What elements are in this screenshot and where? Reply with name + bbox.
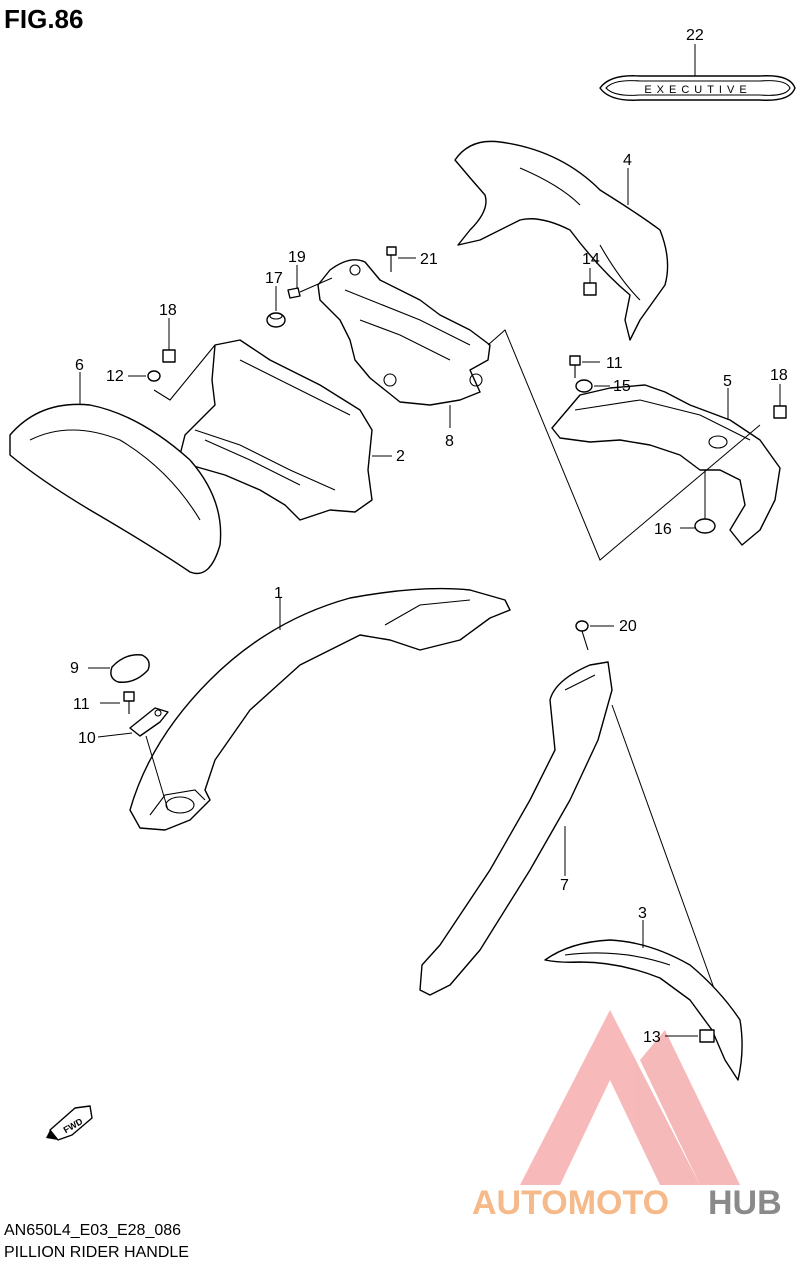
fwd-arrow-icon: FWD — [46, 1105, 93, 1141]
emblem-text: EXECUTIVE — [644, 84, 751, 96]
part-20-screw — [575, 620, 614, 651]
callout-17: 17 — [265, 270, 283, 287]
part-15-nut — [575, 379, 610, 393]
part-1-handle — [129, 587, 511, 831]
part-11-bolt-left — [100, 691, 135, 714]
part-7-side-panel — [419, 661, 721, 1006]
callout-22: 22 — [686, 27, 704, 44]
callout-18-right: 18 — [770, 367, 788, 384]
part-4-upper-cover — [454, 140, 669, 341]
callout-6: 6 — [75, 357, 84, 374]
callout-16: 16 — [654, 521, 672, 538]
part-2-center-cover — [179, 339, 392, 521]
part-19-screw — [287, 265, 333, 299]
callout-12: 12 — [106, 368, 124, 385]
callout-4: 4 — [623, 152, 632, 169]
callout-7: 7 — [560, 877, 569, 894]
callout-1: 1 — [274, 585, 283, 602]
callout-3: 3 — [638, 905, 647, 922]
callout-8: 8 — [445, 433, 454, 450]
callout-9: 9 — [70, 660, 79, 677]
callout-18-left: 18 — [159, 302, 177, 319]
part-18-nut-right — [773, 384, 787, 419]
leader-8-5 — [487, 329, 761, 561]
figure-title: FIG.86 — [4, 4, 84, 34]
part-10-plate — [97, 707, 169, 811]
part-8-bracket — [317, 259, 491, 428]
callout-13: 13 — [643, 1029, 661, 1046]
callout-2: 2 — [396, 448, 405, 465]
part-12-screw — [128, 344, 216, 401]
callout-11-right: 11 — [606, 355, 623, 372]
part-21-bolt — [386, 246, 416, 272]
part-22-emblem: EXECUTIVE — [599, 44, 796, 101]
figure-code: AN650L4_E03_E28_086 — [4, 1222, 182, 1239]
callout-21: 21 — [420, 251, 438, 268]
part-13-clip — [665, 1029, 715, 1043]
part-17-grommet — [266, 286, 286, 328]
part-5-side-bracket — [551, 384, 781, 546]
callout-11-left: 11 — [73, 696, 90, 713]
callout-14: 14 — [582, 251, 600, 268]
callout-19: 19 — [288, 249, 306, 266]
part-11-bolt-right — [569, 355, 600, 378]
part-18-nut-left — [162, 318, 176, 363]
part-14-clip — [583, 268, 597, 296]
callout-10: 10 — [78, 730, 96, 747]
callout-15: 15 — [613, 378, 631, 395]
callout-5: 5 — [723, 373, 732, 390]
callout-20: 20 — [619, 618, 637, 635]
watermark-logo — [520, 1010, 740, 1185]
part-9-cap — [88, 654, 150, 683]
figure-name: PILLION RIDER HANDLE — [4, 1244, 189, 1261]
part-6-cushion — [9, 372, 222, 575]
watermark-text-hub: HUB — [708, 1184, 782, 1222]
part-16-grommet — [680, 470, 716, 534]
part-3-trim — [544, 920, 743, 1081]
watermark-text-automoto: AUTOMOTO — [472, 1184, 669, 1222]
